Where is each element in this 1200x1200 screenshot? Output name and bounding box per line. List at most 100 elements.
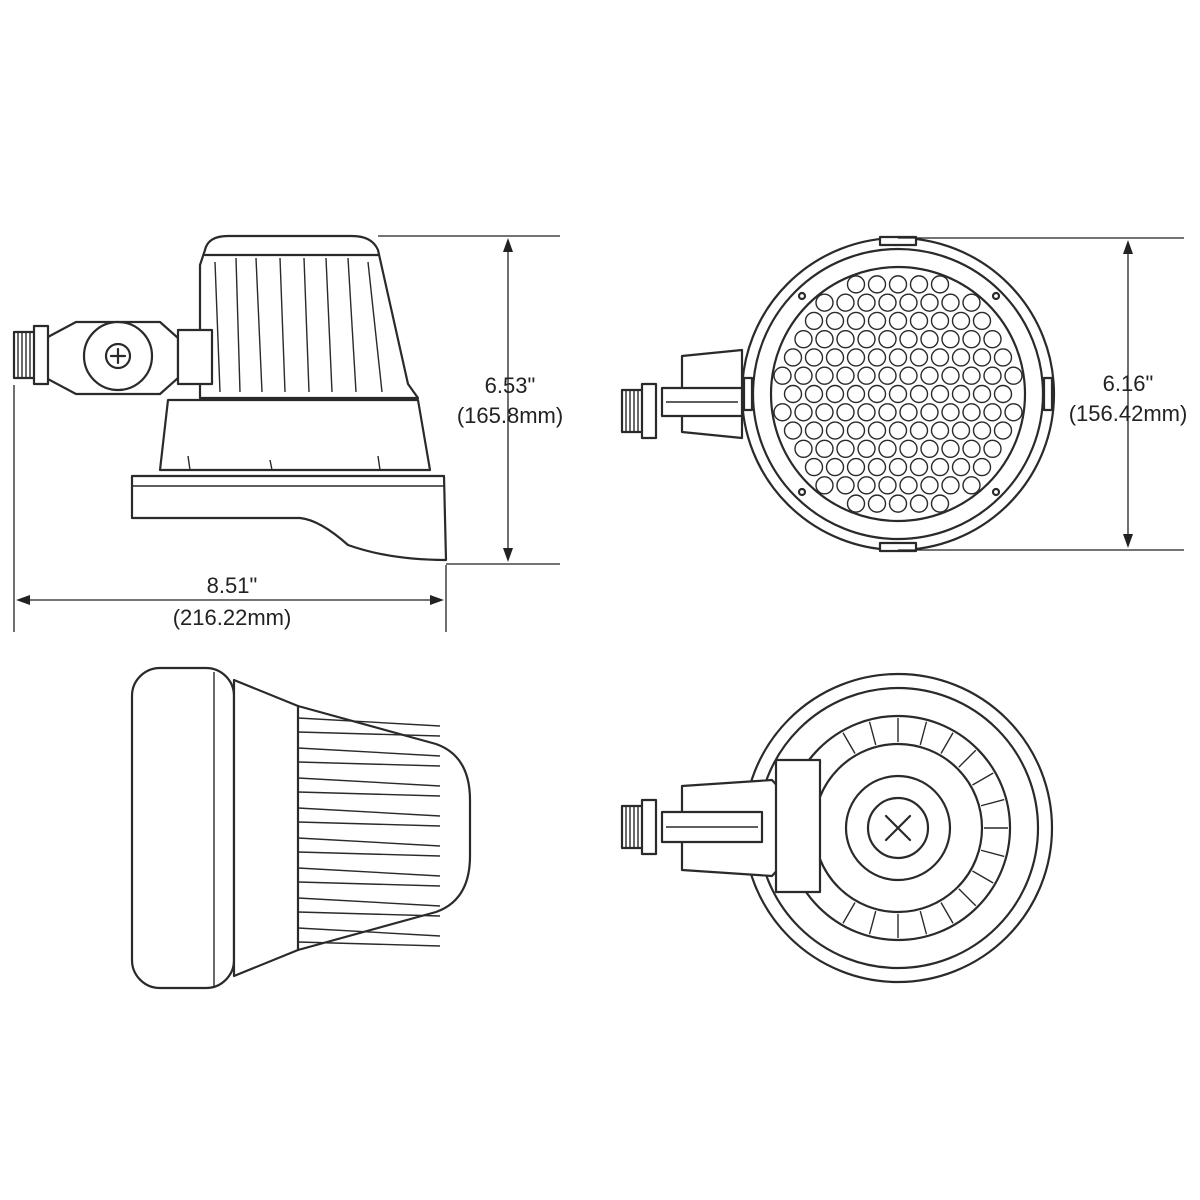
led-lens <box>951 311 971 331</box>
led-lens <box>972 311 992 331</box>
width-dimension: 8.51" (216.22mm) <box>13 385 447 632</box>
radial-fin <box>842 732 856 754</box>
led-lens <box>951 457 971 477</box>
led-lens <box>930 311 950 331</box>
led-lens <box>930 494 950 513</box>
led-lens <box>941 439 960 459</box>
led-array <box>773 275 1023 513</box>
height-dimension: 6.53" (165.8mm) <box>378 235 563 565</box>
led-lens <box>878 293 897 312</box>
led-lens <box>888 457 908 477</box>
led-lens <box>983 329 1002 349</box>
led-lens <box>857 366 876 385</box>
led-lens <box>888 384 908 404</box>
led-lens <box>941 403 960 422</box>
led-lens <box>857 439 876 459</box>
led-lens <box>773 366 792 385</box>
led-lens <box>783 384 803 404</box>
led-lens <box>836 366 855 385</box>
led-lens <box>836 439 855 459</box>
diameter-inches-label: 6.16" <box>1103 371 1154 396</box>
led-lens <box>920 476 939 495</box>
led-lens <box>825 311 845 331</box>
led-lens <box>783 348 803 367</box>
radial-fin <box>940 732 954 754</box>
led-lens <box>846 421 866 440</box>
led-lens <box>888 275 908 294</box>
radial-fin <box>868 721 877 746</box>
led-lens <box>836 329 855 349</box>
led-lens <box>930 348 950 367</box>
led-lens <box>909 384 929 404</box>
led-lens <box>804 348 824 367</box>
led-lens <box>857 329 876 349</box>
led-lens <box>930 384 950 404</box>
led-lens <box>951 384 971 404</box>
led-lens <box>920 329 939 349</box>
led-lens <box>909 311 929 331</box>
led-lens <box>878 439 897 459</box>
led-lens <box>867 457 887 477</box>
led-lens <box>815 329 834 349</box>
led-lens <box>857 293 876 312</box>
height-inches-label: 6.53" <box>485 373 536 398</box>
heat-sink-fin <box>297 897 441 917</box>
led-lens <box>951 348 971 367</box>
led-lens <box>878 403 897 422</box>
led-lens <box>878 366 897 385</box>
heat-sink-fin <box>297 837 441 857</box>
led-lens <box>815 366 834 385</box>
led-lens <box>899 366 918 385</box>
led-lens <box>825 384 845 404</box>
led-lens <box>794 439 813 459</box>
led-lens <box>815 439 834 459</box>
led-lens <box>962 293 981 312</box>
led-lens <box>920 293 939 312</box>
led-lens <box>962 403 981 422</box>
led-lens <box>899 476 918 495</box>
led-lens <box>1004 366 1023 385</box>
led-lens <box>804 457 824 477</box>
led-lens <box>836 293 855 312</box>
led-lens <box>972 457 992 477</box>
led-lens <box>867 421 887 440</box>
led-lens <box>857 476 876 495</box>
led-lens <box>993 348 1013 367</box>
led-lens <box>993 421 1013 440</box>
led-lens <box>899 439 918 459</box>
led-lens <box>899 329 918 349</box>
width-inches-label: 8.51" <box>207 573 258 598</box>
heat-sink-fin <box>297 747 441 767</box>
height-mm-label: (165.8mm) <box>457 403 563 428</box>
led-lens <box>1004 403 1023 422</box>
led-lens <box>815 293 834 312</box>
led-lens <box>983 403 1002 422</box>
led-lens <box>899 293 918 312</box>
led-lens <box>857 403 876 422</box>
diameter-dimension: 6.16" (156.42mm) <box>898 237 1187 551</box>
led-lens <box>815 476 834 495</box>
led-lens <box>846 311 866 331</box>
led-lens <box>983 439 1002 459</box>
led-lens <box>825 421 845 440</box>
led-lens <box>773 403 792 422</box>
led-lens <box>930 275 950 294</box>
led-lens <box>962 366 981 385</box>
led-lens <box>941 476 960 495</box>
led-lens <box>962 439 981 459</box>
width-mm-label: (216.22mm) <box>173 605 292 630</box>
led-lens <box>909 275 929 294</box>
radial-fin <box>972 870 994 884</box>
led-lens <box>930 421 950 440</box>
led-lens <box>941 329 960 349</box>
radial-fin <box>958 888 977 907</box>
led-lens <box>920 439 939 459</box>
led-lens <box>846 348 866 367</box>
radial-fin <box>868 910 877 935</box>
led-lens <box>888 494 908 513</box>
heat-sink-fin <box>297 867 441 887</box>
led-lens <box>878 476 897 495</box>
radial-fin <box>972 772 994 786</box>
led-lens <box>972 348 992 367</box>
